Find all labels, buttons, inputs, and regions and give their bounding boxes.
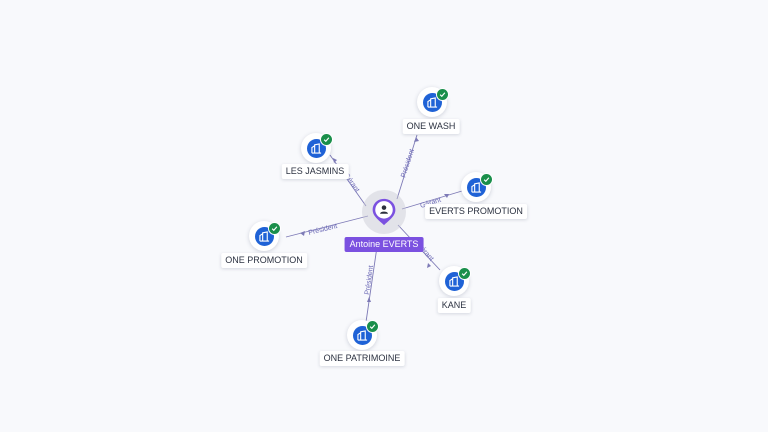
center-person-node[interactable] [370, 198, 398, 226]
edge-one-wash [396, 134, 418, 200]
verified-check-icon [366, 320, 379, 333]
verified-check-icon [480, 173, 493, 186]
person-icon [380, 205, 388, 214]
node-circle[interactable] [249, 221, 279, 251]
node-label[interactable]: ONE PATRIMOINE [319, 351, 405, 366]
node-label[interactable]: ONE PROMOTION [221, 253, 307, 268]
edge-les-jasmins [329, 154, 367, 207]
node-label[interactable]: EVERTS PROMOTION [425, 204, 527, 219]
edge-one-promotion [285, 215, 369, 238]
edge-arrow [300, 231, 305, 236]
verified-check-icon [458, 267, 471, 280]
edge-arrow [414, 137, 419, 142]
edge-label-one-promotion: Président [308, 223, 338, 237]
edge-label-one-patrimoine: Président [364, 265, 375, 295]
verified-check-icon [320, 133, 333, 146]
node-label[interactable]: LES JASMINS [281, 164, 349, 179]
node-label[interactable]: ONE WASH [402, 119, 460, 134]
center-node-label[interactable]: Antoine EVERTS [344, 237, 424, 252]
verified-check-icon [268, 222, 281, 235]
edge-arrow [333, 158, 337, 163]
edge-arrow [444, 194, 449, 198]
node-label[interactable]: KANE [437, 298, 471, 313]
edge-arrow [367, 297, 371, 302]
edge-arrow [427, 263, 431, 268]
node-circle[interactable] [439, 266, 469, 296]
edge-label-one-wash: Président [400, 148, 416, 178]
edge-everts-promotion [401, 190, 463, 210]
verified-check-icon [436, 88, 449, 101]
edge-one-patrimoine [365, 239, 379, 323]
